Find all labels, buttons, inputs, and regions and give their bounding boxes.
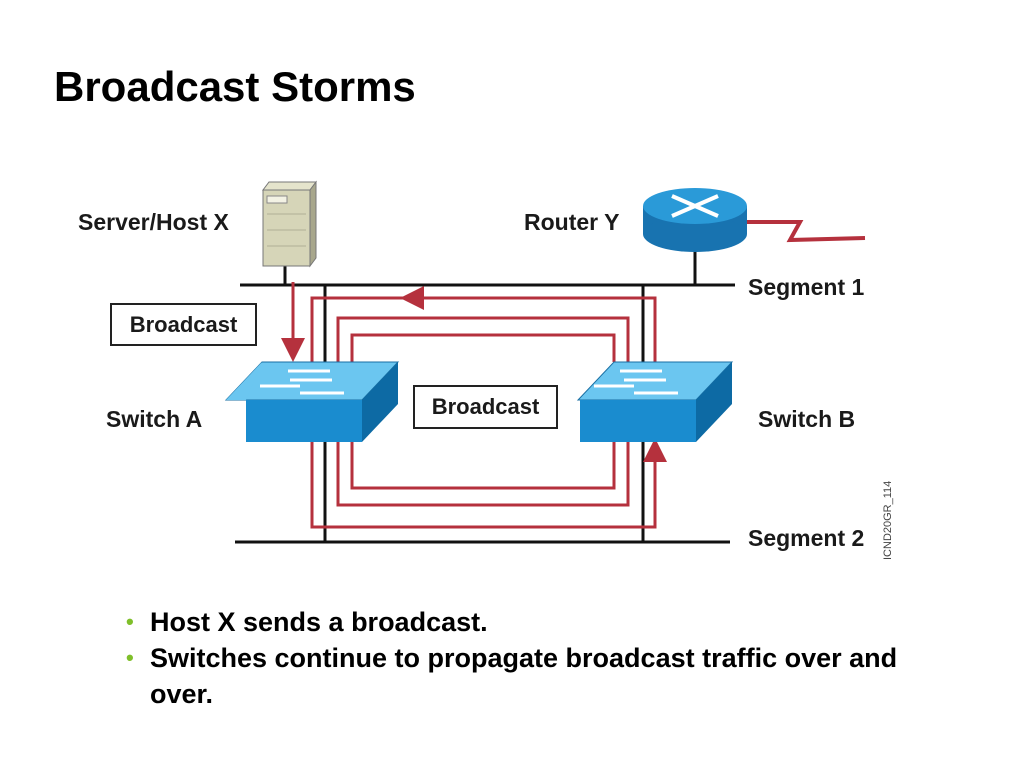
router-label: Router Y [524, 209, 620, 235]
router-icon [643, 188, 747, 252]
wan-link [745, 220, 866, 243]
bullet-item: • Host X sends a broadcast. [124, 604, 924, 640]
segment-2-label: Segment 2 [748, 525, 865, 551]
slide-title: Broadcast Storms [54, 63, 416, 110]
broadcast-box-left: Broadcast [110, 303, 257, 346]
broadcast-loops [310, 296, 657, 529]
bullet-icon: • [126, 645, 134, 670]
bullet-text: Switches continue to propagate broadcast… [150, 643, 898, 709]
switch-a-icon [224, 361, 400, 442]
figure-code: ICND20GR_114 [882, 480, 894, 560]
switch-a-label: Switch A [106, 406, 203, 432]
segment-1-label: Segment 1 [748, 274, 865, 300]
bullet-list: • Host X sends a broadcast. • Switches con… [124, 604, 924, 712]
switch-b-label: Switch B [758, 406, 856, 432]
server-icon [262, 180, 317, 268]
broadcast-box-center: Broadcast [413, 385, 558, 429]
switch-b-icon [576, 361, 734, 442]
bullet-item: • Switches continue to propagate broadcas… [124, 640, 924, 712]
bullet-icon: • [126, 609, 134, 634]
server-label: Server/Host X [78, 209, 229, 235]
bullet-text: Host X sends a broadcast. [150, 607, 488, 637]
